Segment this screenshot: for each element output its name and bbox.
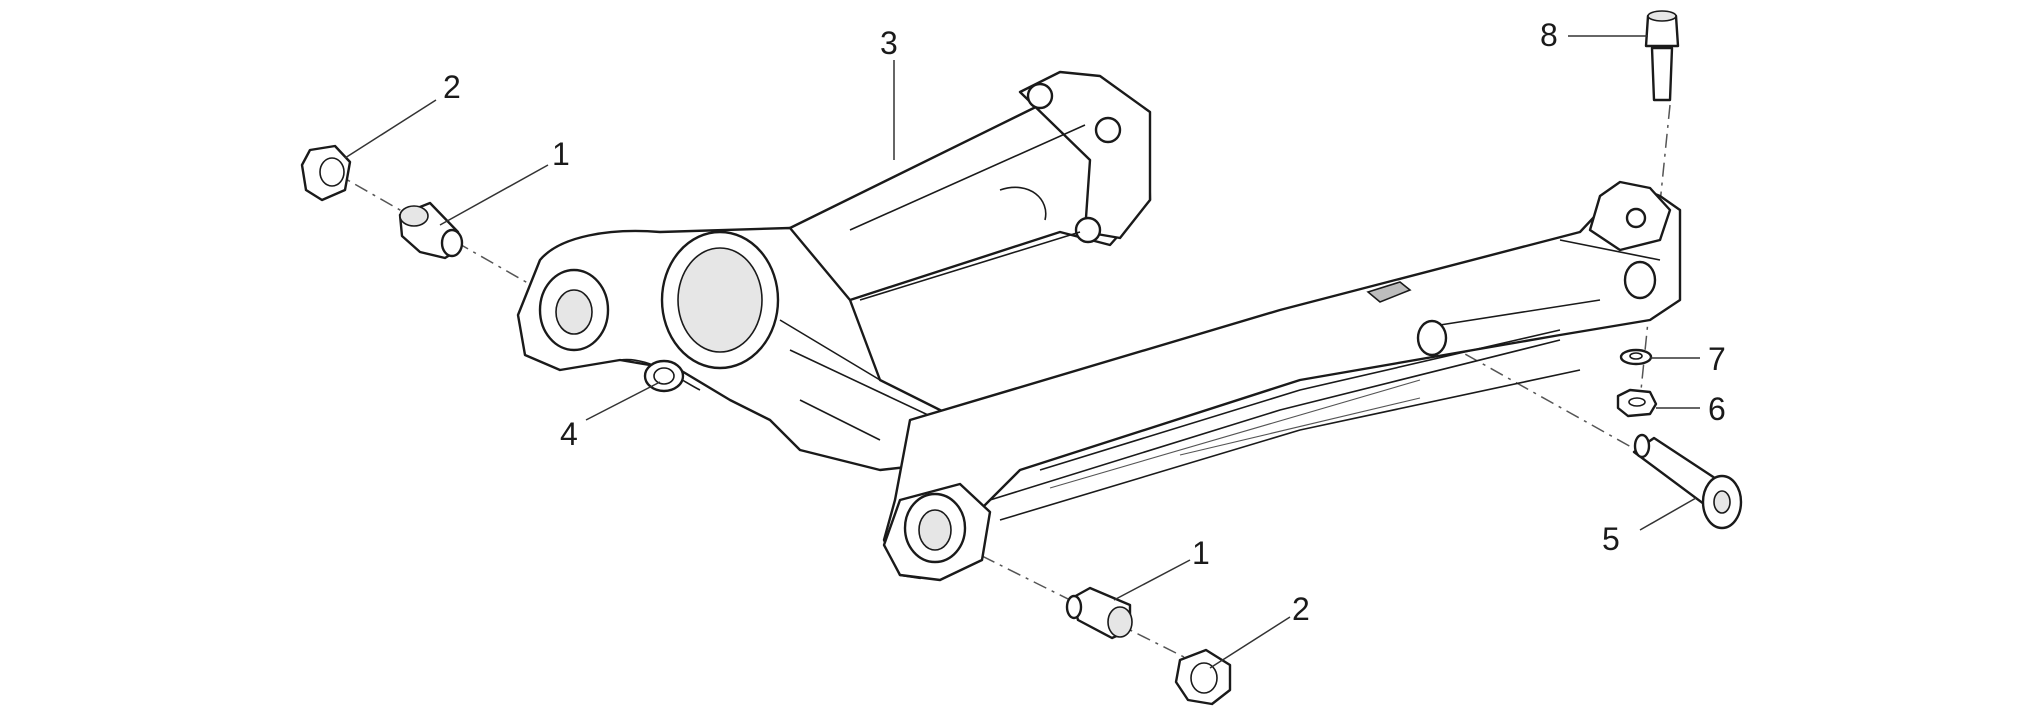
callout-2-upper-left: 2 [443,69,461,105]
callout-3: 3 [880,25,898,61]
tube-detail [849,124,1086,301]
right-arm-mid-hole [1416,319,1448,357]
washer-7-outer [1619,348,1653,366]
leader-5 [1639,497,1697,531]
bushing-upper-left [398,201,464,260]
leader-1b [1113,559,1191,601]
nut-6-hole [1628,397,1646,407]
bracket-hole-right [1094,116,1122,144]
shaft-5-socket [1713,490,1731,514]
front-eye-hole [918,509,952,551]
nut-lower-face [1190,662,1218,694]
washer-4 [643,359,685,393]
leader-1a [439,164,549,226]
nut-upper-left [300,144,352,202]
bushing-lower-face [1107,606,1133,638]
washer-7 [1619,348,1653,366]
swingarm-body [516,70,1682,582]
nut-lower [1174,648,1232,706]
bushing-upper-left-end [440,228,464,258]
rear-lug-hole [1625,207,1647,229]
bracket-hole-top [1026,82,1054,110]
callout-8: 8 [1540,17,1558,53]
bracket-hole-bottom [1074,216,1102,244]
axis-left-pivot [329,169,681,371]
shaft-5-tip [1633,433,1651,459]
shaft-5 [1632,433,1743,530]
left-arm-pivot-hole [555,289,593,335]
bushing-lower-end [1065,594,1083,620]
bolt-8-shank [1650,46,1674,102]
nut-6 [1616,388,1658,418]
washer-4-inner [653,367,675,385]
nut-lower-body [1174,648,1232,706]
washer-4-outer [643,359,685,393]
nut-6-body [1616,388,1658,418]
leader-4 [585,381,661,421]
leader-2a [344,99,437,159]
right-arm-detail [989,239,1661,521]
right-arm-rear-hole [1623,260,1657,300]
bolt-8 [1644,10,1680,102]
callout-1-lower: 1 [1192,535,1210,571]
callout-2-lower: 2 [1292,591,1310,627]
washer-7-inner [1629,352,1643,360]
left-arm-tube-bore [677,247,763,353]
swingarm-upper-bracket [1018,70,1152,240]
bushing-upper-left-face [399,205,429,227]
bolt-8-socket [1647,10,1677,22]
right-arm-tab [1366,281,1412,303]
nut-upper-left-face [319,157,345,187]
bushing-lower [1065,586,1133,640]
callout-1-upper-left: 1 [552,136,570,172]
callout-4: 4 [560,416,578,452]
right-arm-inner-line [1049,379,1421,489]
leader-2b [1209,616,1291,669]
leader-lines [344,35,1700,669]
nut-upper-left-body [300,144,352,202]
callout-5: 5 [1602,521,1620,557]
callout-6: 6 [1708,391,1726,427]
callout-labels: 2 1 3 4 8 7 6 5 1 2 [443,17,1726,627]
left-arm-detail [619,319,961,441]
callout-7: 7 [1708,341,1726,377]
